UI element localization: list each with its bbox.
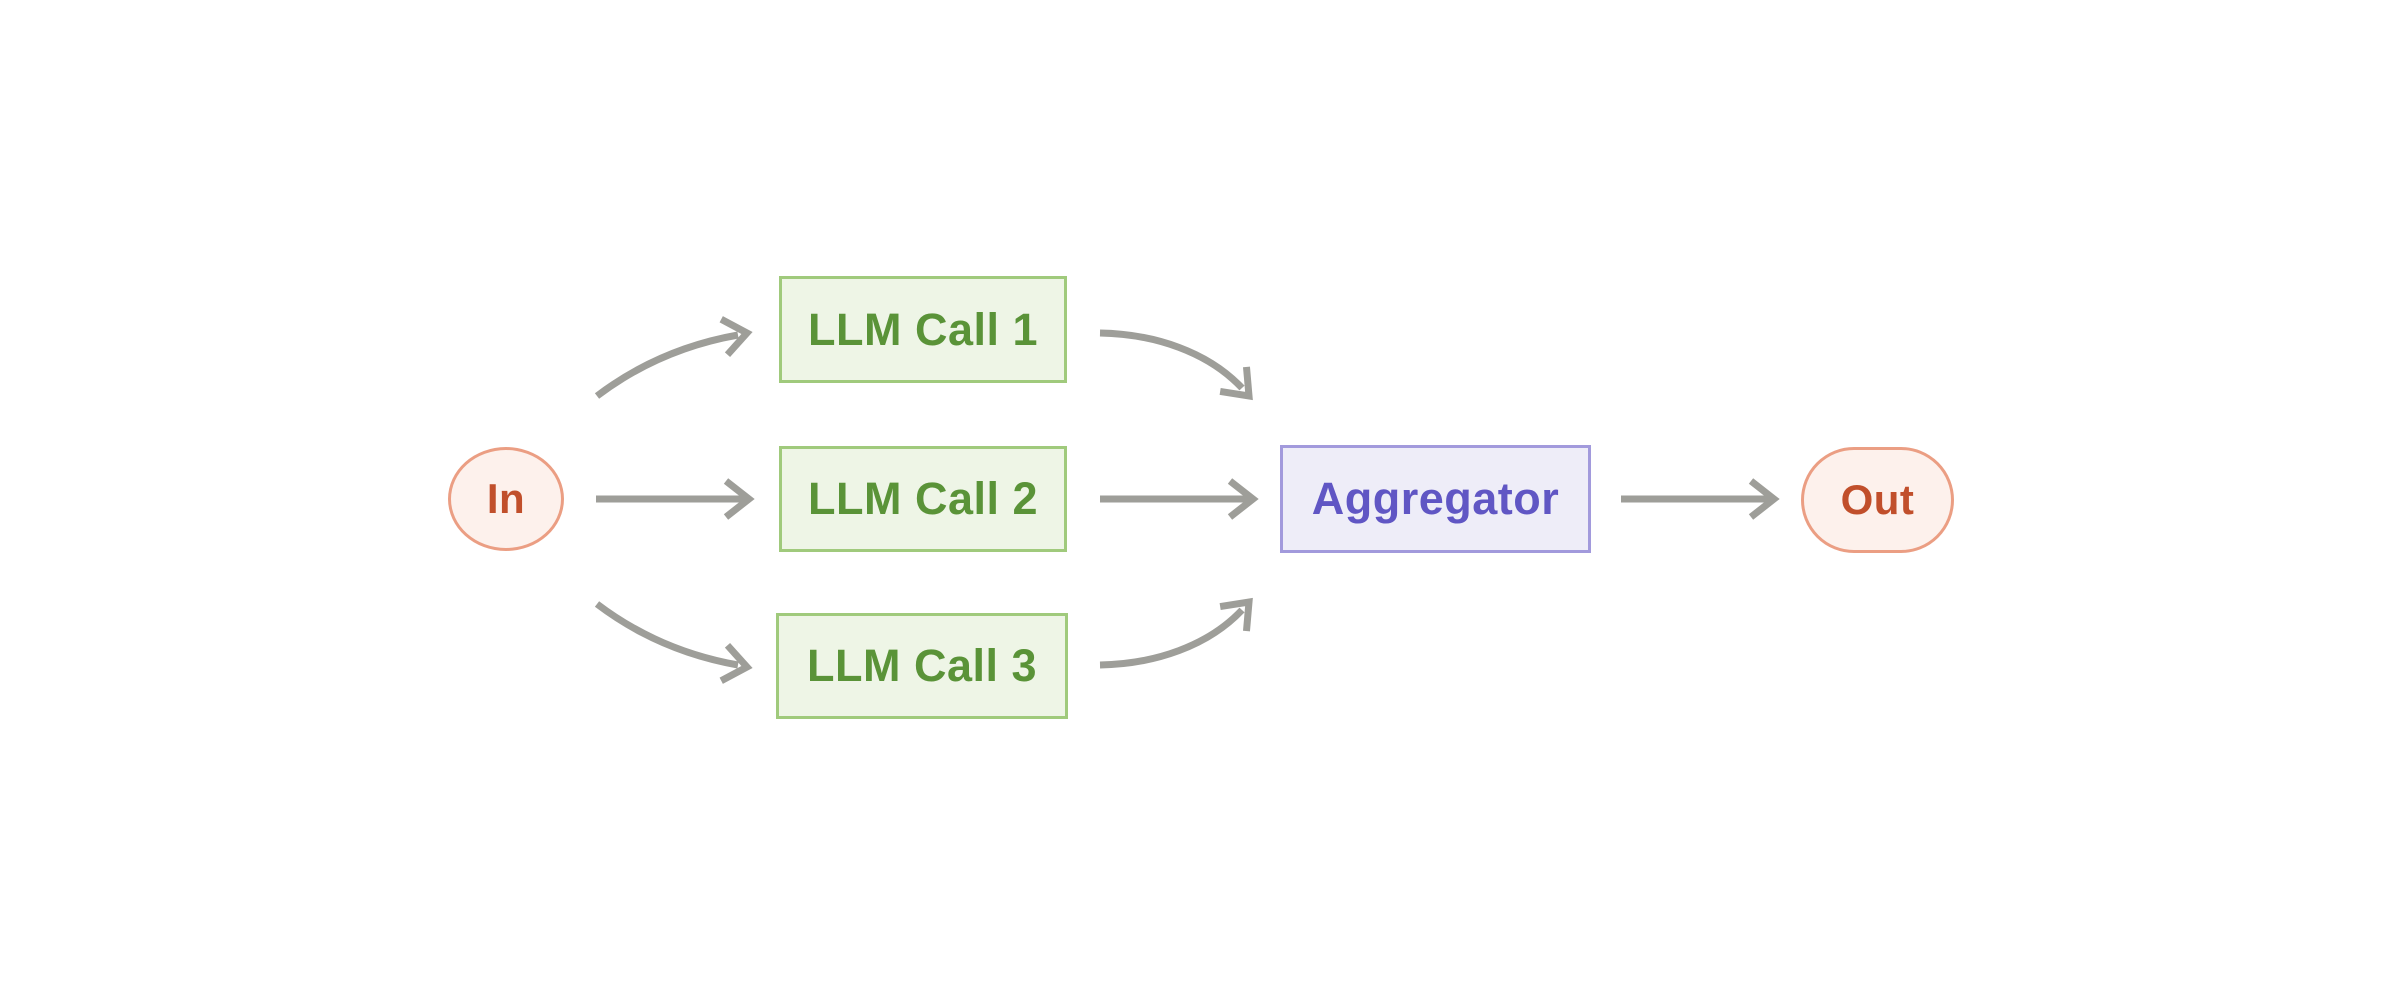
llm-call-3-label: LLM Call 3 — [806, 640, 1038, 691]
arrow-llm-call-1-to-aggregator — [1099, 329, 1253, 401]
output-node: Out — [1801, 447, 1954, 553]
llm-call-3-node: LLM Call 3 — [776, 613, 1068, 719]
input-node-label: In — [486, 475, 526, 522]
arrow-aggregator-to-out — [1621, 478, 1780, 520]
aggregator-label: Aggregator — [1311, 473, 1560, 524]
arrow-in-to-llm-call-3 — [594, 601, 753, 684]
arrow-llm-call-2-to-aggregator — [1100, 478, 1259, 520]
output-node-label: Out — [1840, 476, 1915, 523]
arrow-llm-call-3-to-aggregator — [1099, 597, 1253, 669]
llm-call-2-node: LLM Call 2 — [779, 446, 1067, 552]
aggregator-node: Aggregator — [1280, 445, 1591, 553]
llm-call-2-label: LLM Call 2 — [807, 473, 1039, 524]
input-node: In — [448, 447, 564, 551]
arrow-in-to-llm-call-1 — [594, 316, 753, 399]
llm-call-1-node: LLM Call 1 — [779, 276, 1067, 383]
llm-call-1-label: LLM Call 1 — [807, 303, 1039, 355]
arrow-in-to-llm-call-2 — [596, 478, 755, 520]
